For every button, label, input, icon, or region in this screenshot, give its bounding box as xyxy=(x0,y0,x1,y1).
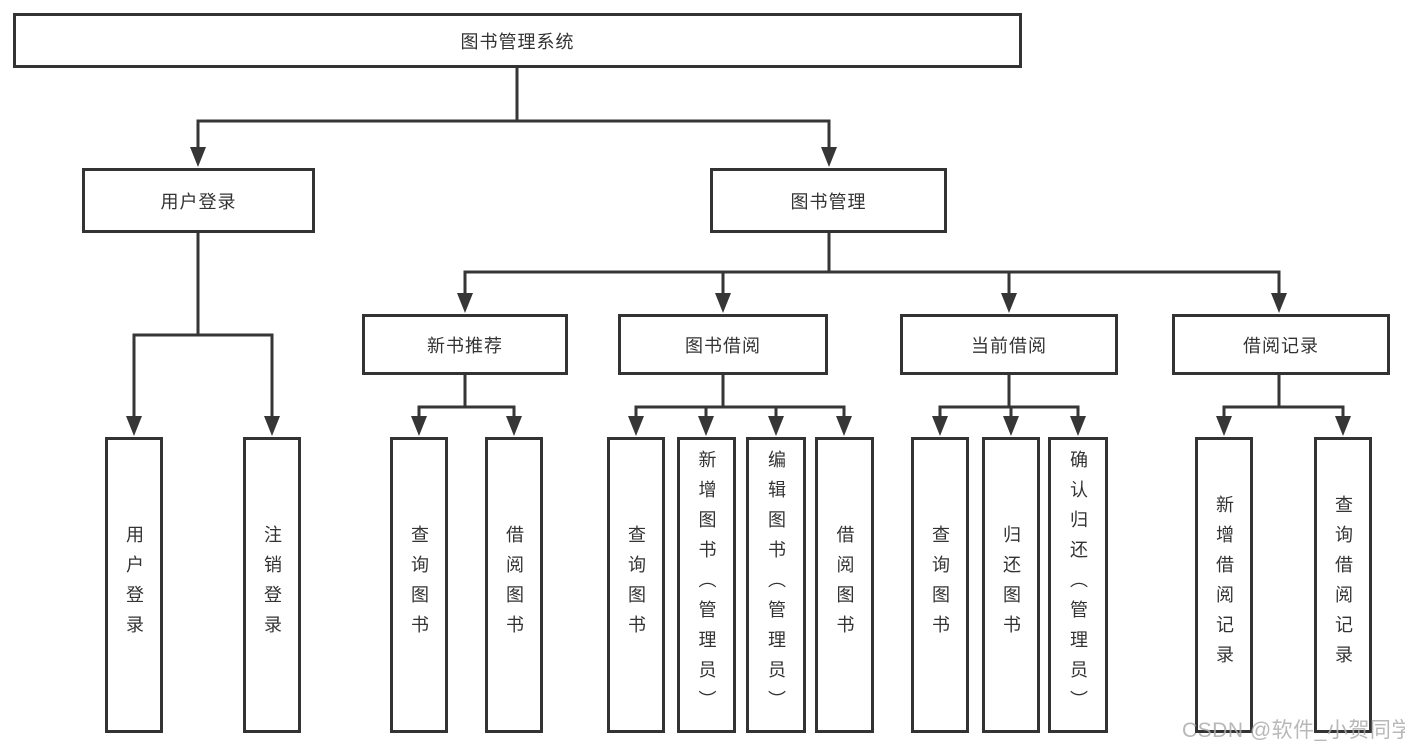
node-new-book-recommend-label: 新书推荐 xyxy=(427,335,503,356)
leaf-records-query-record-label: 查询借阅记录 xyxy=(1333,495,1353,675)
leaf-logout: 注销登录 xyxy=(243,437,301,733)
leaf-user-login: 用户登录 xyxy=(105,437,163,733)
node-current-borrowing: 当前借阅 xyxy=(900,314,1118,375)
leaf-borrowing-add-books-admin: 新增图书（管理员） xyxy=(677,437,736,733)
connector-root-branch xyxy=(190,68,837,167)
leaf-current-return-books-label: 归还图书 xyxy=(1001,525,1021,645)
leaf-records-add-record: 新增借阅记录 xyxy=(1195,437,1253,733)
leaf-borrowing-add-books-admin-label: 新增图书（管理员） xyxy=(696,450,717,720)
node-root: 图书管理系统 xyxy=(13,13,1022,68)
leaf-borrowing-borrow-books: 借阅图书 xyxy=(815,437,874,733)
leaf-borrowing-query-books: 查询图书 xyxy=(607,437,665,733)
leaf-user-login-label: 用户登录 xyxy=(124,525,144,645)
leaf-borrowing-borrow-books-label: 借阅图书 xyxy=(834,525,855,645)
connector-user-login-branch xyxy=(126,233,280,436)
leaf-newbooks-query-books: 查询图书 xyxy=(390,437,448,733)
leaf-newbooks-borrow-books-label: 借阅图书 xyxy=(504,525,524,645)
node-borrowing-records: 借阅记录 xyxy=(1172,314,1390,375)
node-user-login-label: 用户登录 xyxy=(160,191,237,212)
leaf-records-add-record-label: 新增借阅记录 xyxy=(1214,495,1234,675)
leaf-borrowing-edit-books-admin: 编辑图书（管理员） xyxy=(746,437,806,733)
node-user-login: 用户登录 xyxy=(82,168,315,233)
node-borrowing-records-label: 借阅记录 xyxy=(1243,335,1319,356)
node-new-book-recommend: 新书推荐 xyxy=(362,314,568,375)
csdn-watermark: CSDN @软件_小贺同学 xyxy=(1182,719,1405,742)
leaf-newbooks-borrow-books: 借阅图书 xyxy=(485,437,543,733)
leaf-current-query-books-label: 查询图书 xyxy=(930,525,950,645)
node-book-management-label: 图书管理 xyxy=(790,191,867,212)
connector-new-books-branch xyxy=(411,375,522,436)
connector-book-mgmt-branch xyxy=(457,233,1287,313)
leaf-current-confirm-return-admin: 确认归还（管理员） xyxy=(1048,437,1108,733)
leaf-borrowing-edit-books-admin-label: 编辑图书（管理员） xyxy=(766,450,786,720)
leaf-records-query-record: 查询借阅记录 xyxy=(1314,437,1372,733)
leaf-newbooks-query-books-label: 查询图书 xyxy=(409,525,429,645)
node-book-borrowing-label: 图书借阅 xyxy=(685,335,761,356)
connector-book-borrow-branch xyxy=(628,375,852,436)
leaf-borrowing-query-books-label: 查询图书 xyxy=(626,525,646,645)
leaf-logout-label: 注销登录 xyxy=(262,525,282,645)
node-root-label: 图书管理系统 xyxy=(460,31,575,52)
node-book-borrowing: 图书借阅 xyxy=(618,314,828,375)
connector-current-borrow-branch xyxy=(932,375,1086,436)
leaf-current-confirm-return-admin-label: 确认归还（管理员） xyxy=(1068,450,1088,720)
leaf-current-return-books: 归还图书 xyxy=(982,437,1040,733)
node-book-management: 图书管理 xyxy=(710,168,947,233)
leaf-current-query-books: 查询图书 xyxy=(911,437,969,733)
node-current-borrowing-label: 当前借阅 xyxy=(971,335,1047,356)
connector-borrow-records-branch xyxy=(1216,375,1351,436)
